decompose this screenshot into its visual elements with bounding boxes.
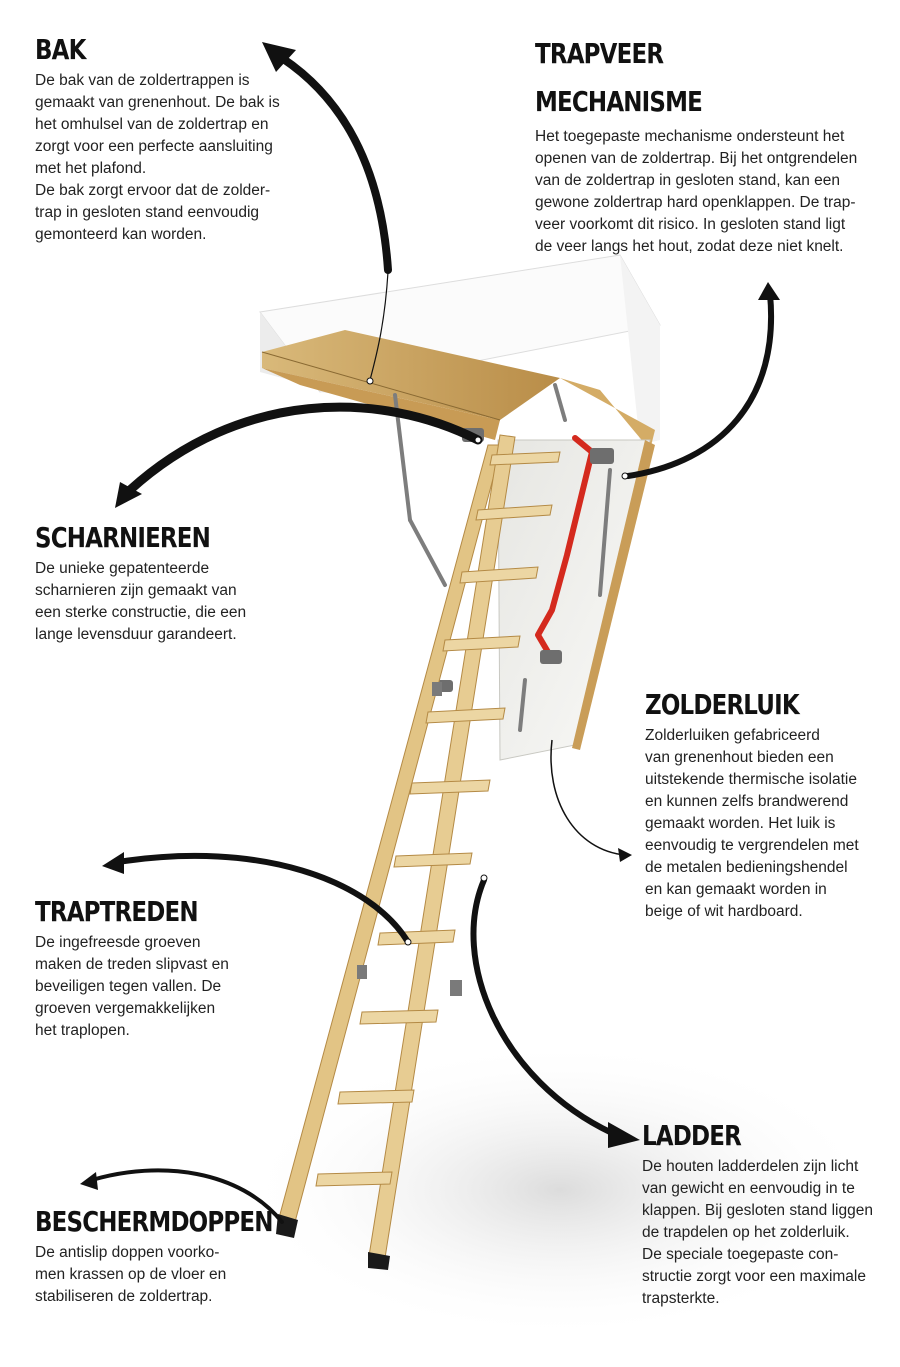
callout-title: TRAPVEER MECHANISME: [535, 37, 703, 118]
callout-traptreden: TRAPTREDEN De ingefreesde groeven maken …: [35, 892, 233, 1042]
ladder-rungs: [315, 451, 561, 1187]
callout-title: SCHARNIEREN: [35, 521, 211, 554]
callout-title: LADDER: [642, 1119, 742, 1152]
callout-text: De bak van de zoldertrappen is gemaakt v…: [35, 72, 280, 243]
attic-hatch: [497, 439, 655, 761]
foot-cap-icon: [368, 1252, 390, 1270]
callout-text: Het toegepaste mechanisme ondersteunt he…: [535, 128, 858, 255]
callout-title: TRAPTREDEN: [35, 895, 199, 928]
callout-title: ZOLDERLUIK: [645, 688, 800, 721]
callout-text: Zolderluiken gefabriceerd van grenenhout…: [645, 727, 859, 920]
callout-zolderluik: ZOLDERLUIK Zolderluiken gefabriceerd van…: [645, 685, 859, 923]
callout-bak: BAK De bak van de zoldertrappen is gemaa…: [35, 30, 280, 246]
callout-title: BESCHERMDOPPEN: [35, 1205, 273, 1238]
callout-title: BAK: [35, 33, 86, 66]
ladder: [276, 434, 561, 1270]
callout-scharnieren: SCHARNIEREN De unieke gepatenteerde scha…: [35, 518, 248, 646]
callout-text: De antislip doppen voorko- men krassen o…: [35, 1244, 227, 1305]
attic-box: [259, 254, 661, 450]
callout-text: De ingefreesde groeven maken de treden s…: [35, 934, 229, 1039]
callout-text: De unieke gepatenteerde scharnieren zijn…: [35, 560, 247, 643]
callout-ladder: LADDER De houten ladderdelen zijn licht …: [642, 1116, 873, 1310]
callout-beschermdoppen: BESCHERMDOPPEN De antislip doppen voorko…: [35, 1202, 325, 1308]
spring-icon: [535, 435, 595, 655]
callout-text: De houten ladderdelen zijn licht van gew…: [642, 1158, 873, 1307]
callout-trapveer: TRAPVEER MECHANISME Het toegepaste mecha…: [535, 30, 857, 258]
arrow-icon: [80, 42, 780, 1224]
